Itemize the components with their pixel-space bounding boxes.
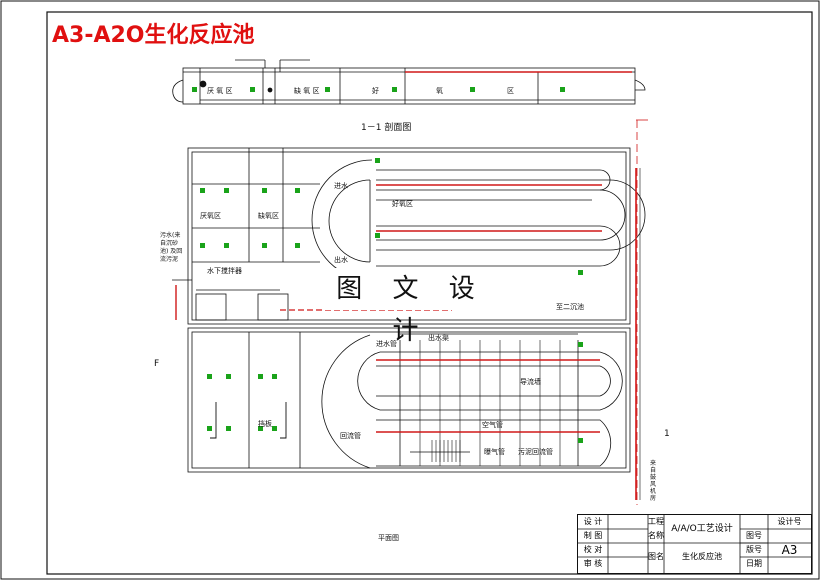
outlet-channel-label: 出水渠 xyxy=(428,334,449,342)
section-zone-label-e: 区 xyxy=(507,87,514,95)
tb-project: 工程 xyxy=(648,517,664,526)
tb-design-no: 设计号 xyxy=(777,517,802,526)
anaerobic-label: 厌氧区 xyxy=(200,212,221,220)
baffle-label: 挡板 xyxy=(258,420,272,428)
tb-drawing-name-label: 图名 xyxy=(648,552,664,561)
inner-border xyxy=(46,11,813,575)
secondary-clarifier-label: 至二沉池 xyxy=(556,303,584,311)
tb-date: 日期 xyxy=(746,559,762,568)
blower-note: 来自鼓风机房 xyxy=(650,460,657,502)
section-zone-label-a: 厌 氧 区 xyxy=(207,87,233,95)
influent-pipe-label: 进水管 xyxy=(376,340,397,348)
mark-1: 1 xyxy=(664,429,670,439)
upper-air-pipes xyxy=(175,184,602,320)
section-zone-label-b: 缺 氧 区 xyxy=(294,87,320,95)
tb-approve: 审 核 xyxy=(583,559,603,568)
aeration-pipe-label: 曝气管 xyxy=(484,448,505,456)
anoxic-label: 缺氧区 xyxy=(258,212,279,220)
mark-f: F xyxy=(154,359,160,369)
mixer-label: 水下搅拌器 xyxy=(207,267,242,275)
lower-tank xyxy=(187,327,631,473)
return-sludge-note: 污水(来自沉砂池) 及回流污泥 xyxy=(160,232,183,263)
watermark-overlay: 图 文 设 计 xyxy=(322,268,500,346)
lower-air-pipes xyxy=(376,359,600,433)
tb-project-value: A/A/O工艺设计 xyxy=(671,524,733,534)
valve-markers xyxy=(200,158,583,443)
outflow-label: 出水 xyxy=(334,256,348,264)
section-view xyxy=(172,59,646,105)
upper-tank xyxy=(172,147,646,325)
tb-drawing-name: 生化反应池 xyxy=(682,552,722,561)
section-valves xyxy=(192,87,565,92)
sludge-pipe-label: 污泥回流管 xyxy=(518,448,553,456)
tb-design: 设 计 xyxy=(583,517,603,526)
plan-caption: 平面图 xyxy=(378,534,399,542)
section-zone-label-d: 氧 xyxy=(436,87,443,95)
air-pipe-label: 空气管 xyxy=(482,421,503,429)
guide-walls xyxy=(210,402,287,439)
tb-sheet: 版号 xyxy=(746,545,762,554)
tb-draw: 制 图 xyxy=(583,531,603,540)
tb-name: 名称 xyxy=(648,531,664,540)
title-block: 设 计 制 图 校 对 审 核 工程 名称 A/A/O工艺设计 图名 生化反应池… xyxy=(577,514,812,574)
section-caption: 1－1 剖面图 xyxy=(361,123,412,133)
aerobic-label: 好氧区 xyxy=(392,200,413,208)
tb-drawing-no: 图号 xyxy=(746,531,762,540)
title-block-grid xyxy=(578,515,811,573)
section-zone-label-c: 好 xyxy=(372,87,379,95)
reflux-pipe-label: 回流管 xyxy=(340,432,361,440)
tb-check: 校 对 xyxy=(583,545,603,554)
inflow-label: 进水 xyxy=(334,182,348,190)
diffuser-hatch xyxy=(431,440,461,462)
page-title: A3-A2O生化反应池 xyxy=(52,23,255,48)
tb-sheet-value: A3 xyxy=(781,543,798,557)
guide-wall-label: 导流墙 xyxy=(520,378,541,386)
